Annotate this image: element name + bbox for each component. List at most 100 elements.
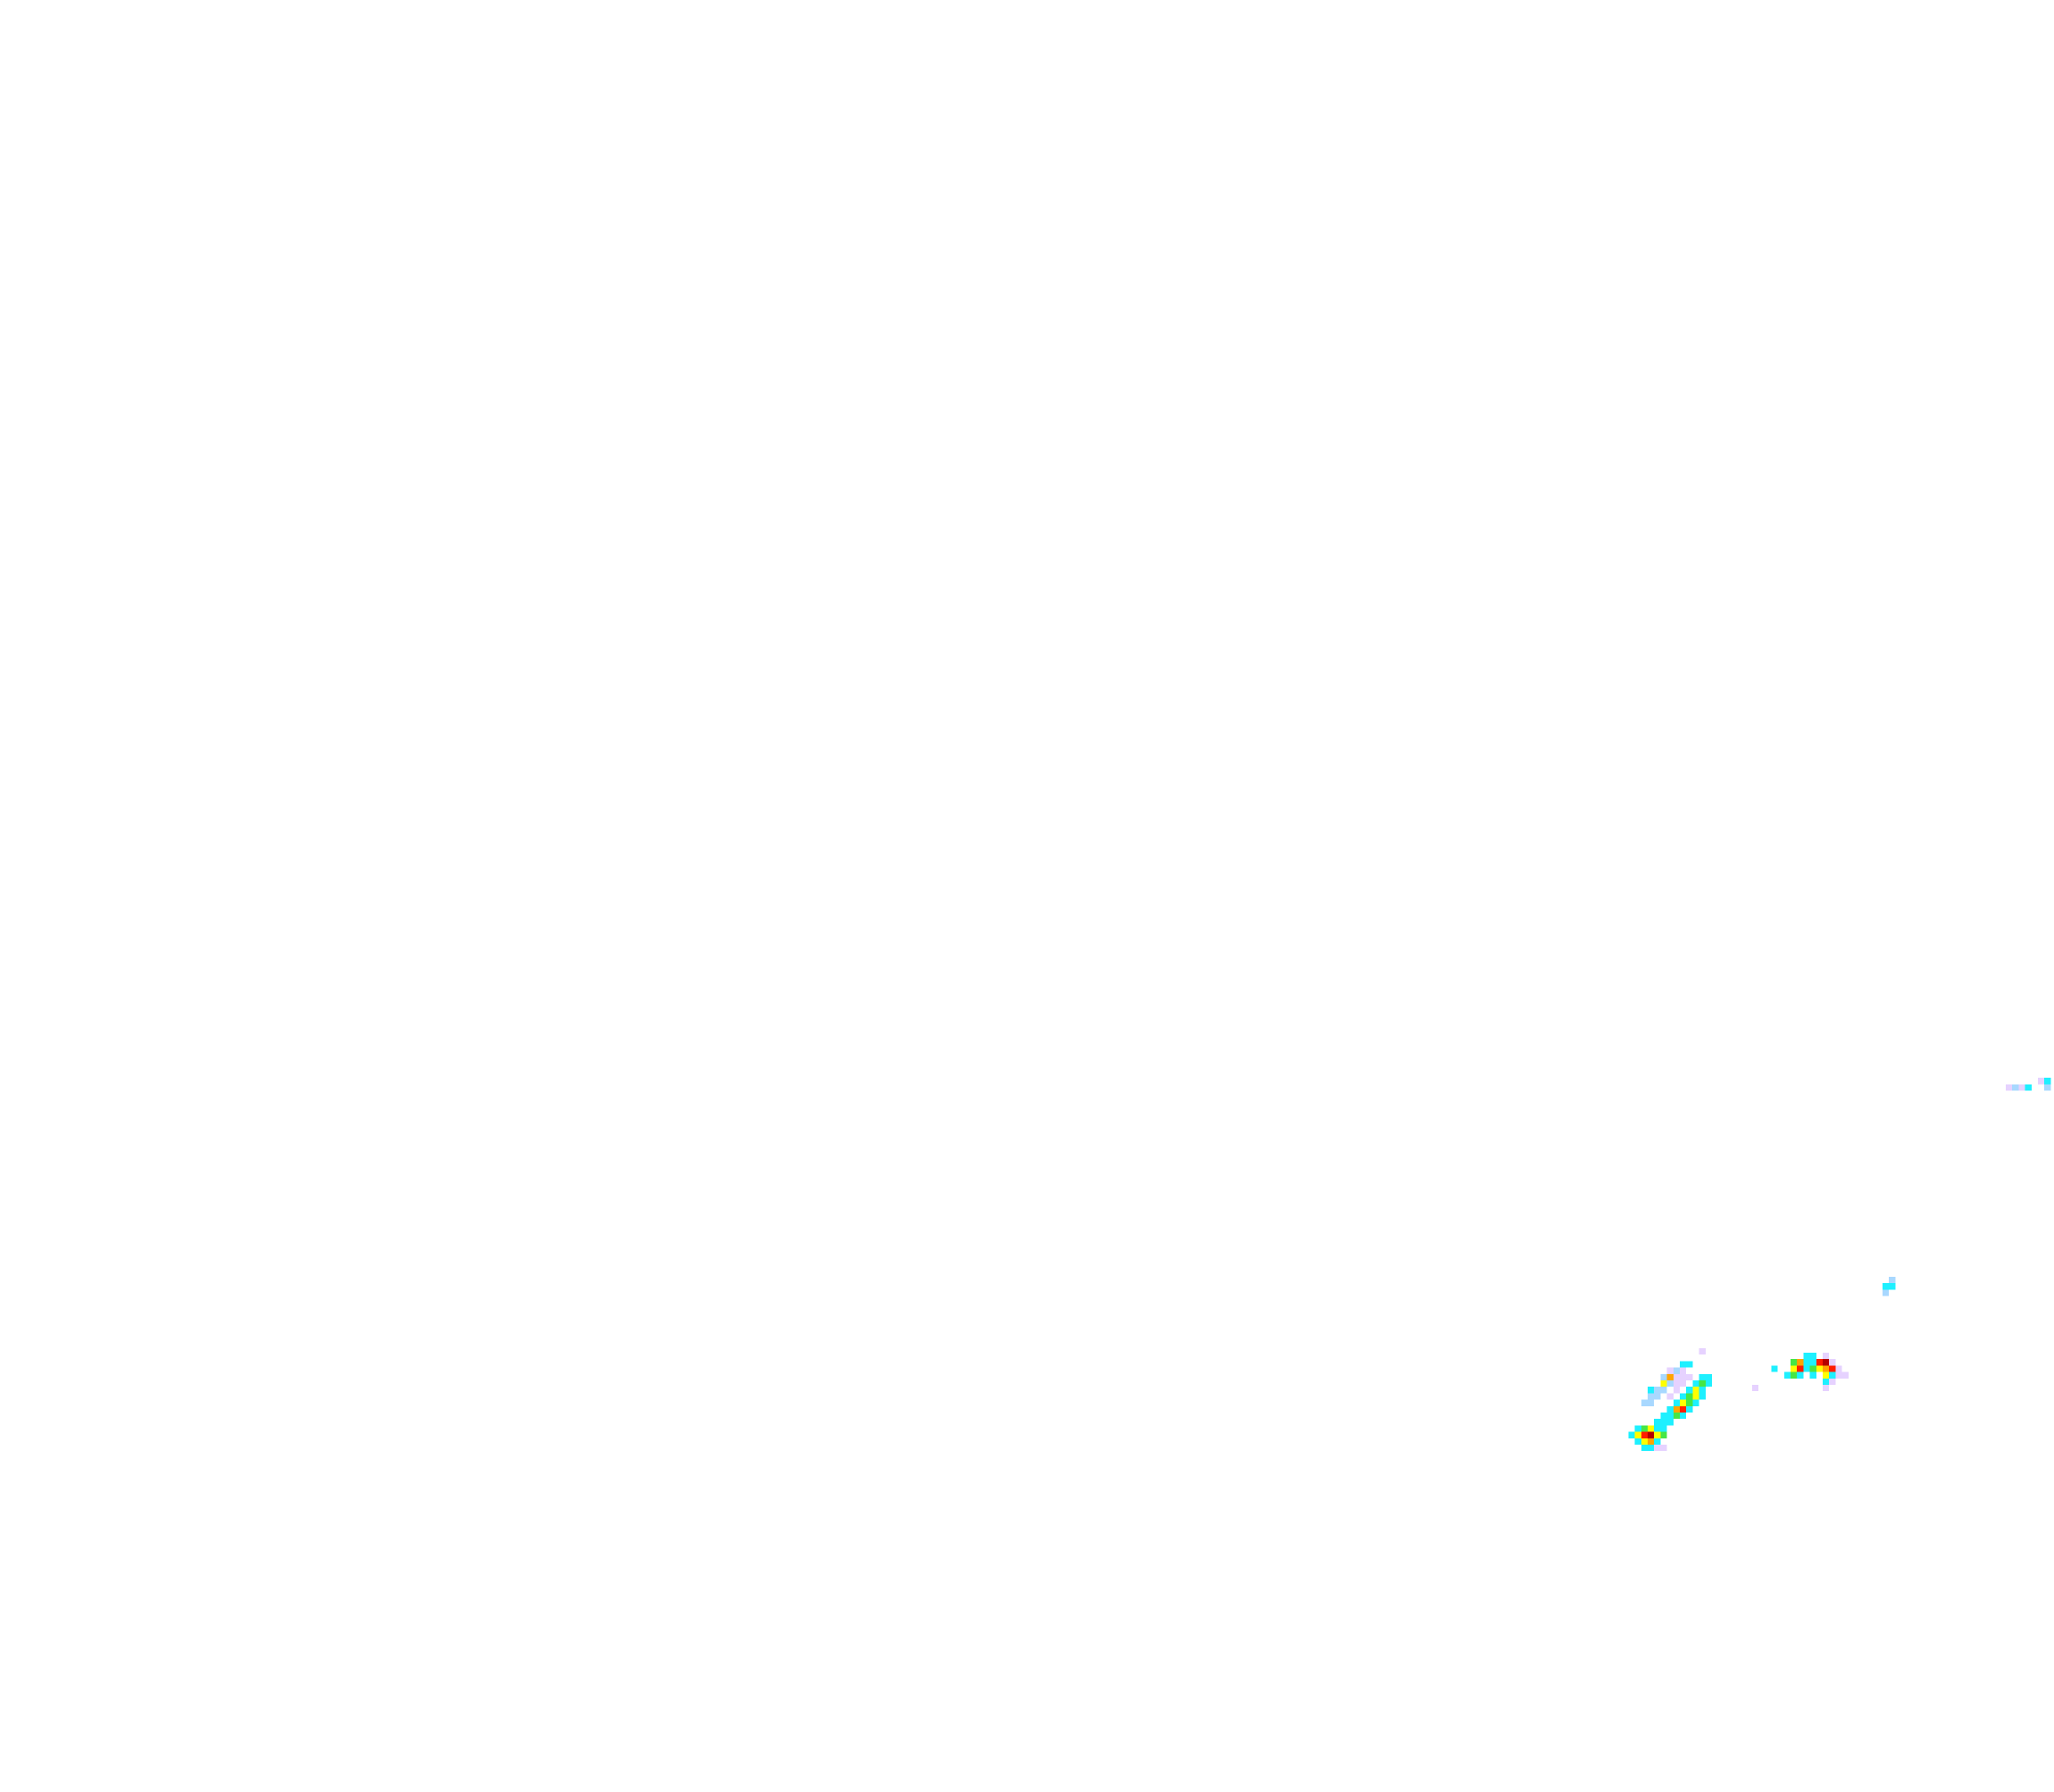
- echo-pixel-cyan: [1648, 1387, 1655, 1394]
- echo-pixel-cyan: [2044, 1078, 2051, 1085]
- echo-pixel-light-blue: [1889, 1277, 1896, 1284]
- echo-pixel-yellow: [1641, 1438, 1648, 1445]
- echo-pixel-red: [1829, 1365, 1836, 1372]
- cluster-central-cell: [1751, 1353, 1849, 1392]
- echo-pixel-light-blue: [2012, 1084, 2019, 1091]
- echo-pixel-light-blue: [2044, 1084, 2051, 1091]
- echo-pixel-cyan: [1823, 1378, 1830, 1385]
- echo-pixel-orange: [1673, 1405, 1680, 1413]
- echo-pixel-cyan: [1628, 1431, 1635, 1438]
- echo-pixel-green: [1686, 1393, 1693, 1400]
- echo-pixel-yellow: [1823, 1371, 1830, 1379]
- echo-pixel-cyan: [1699, 1373, 1706, 1380]
- echo-pixel-yellow: [1660, 1380, 1667, 1388]
- echo-pixel-cyan: [1692, 1380, 1699, 1388]
- echo-pixel-cyan: [1666, 1419, 1674, 1426]
- echo-pixel-orange: [1666, 1373, 1674, 1380]
- echo-pixel-lavender: [2018, 1084, 2025, 1091]
- echo-pixel-light-blue: [1654, 1387, 1661, 1394]
- echo-pixel-green: [1699, 1380, 1706, 1388]
- echo-pixel-cyan: [1660, 1419, 1667, 1426]
- echo-pixel-cyan: [1673, 1399, 1680, 1406]
- echo-pixel-green: [1791, 1371, 1798, 1379]
- echo-pixel-lavender: [1835, 1371, 1842, 1379]
- echo-pixel-cyan: [1654, 1425, 1661, 1432]
- echo-pixel-cyan: [1692, 1399, 1699, 1406]
- echo-pixel-lavender: [1673, 1380, 1680, 1388]
- echo-pixel-cyan: [1797, 1371, 1804, 1379]
- echo-pixel-cyan: [1883, 1283, 1890, 1290]
- echo-pixel-cyan: [1666, 1405, 1674, 1413]
- echo-pixel-light-blue: [1673, 1367, 1680, 1374]
- echo-pixel-lavender: [1835, 1365, 1842, 1372]
- echo-pixel-red: [1641, 1431, 1648, 1438]
- echo-pixel-lavender: [1841, 1371, 1849, 1379]
- echo-pixel-red: [1816, 1359, 1823, 1366]
- echo-pixel-cyan: [1803, 1359, 1810, 1366]
- echo-pixel-cyan: [1648, 1445, 1655, 1452]
- echo-pixel-red: [1797, 1365, 1804, 1372]
- echo-pixel-cyan: [1809, 1359, 1816, 1366]
- echo-pixel-lavender: [2006, 1084, 2013, 1091]
- echo-pixel-lavender: [1673, 1387, 1680, 1394]
- echo-pixel-cyan: [1803, 1353, 1810, 1360]
- echo-pixel-green: [1809, 1365, 1816, 1372]
- echo-pixel-lavender: [1699, 1348, 1706, 1355]
- echo-pixel-yellow: [1634, 1431, 1641, 1438]
- echo-pixel-green: [1660, 1431, 1667, 1438]
- echo-pixel-lavender: [1660, 1445, 1667, 1452]
- echo-pixel-yellow: [1692, 1393, 1699, 1400]
- echo-pixel-light-blue: [1654, 1393, 1661, 1400]
- echo-pixel-cyan: [1699, 1393, 1706, 1400]
- echo-pixel-lavender: [1751, 1385, 1758, 1392]
- echo-pixel-cyan: [1680, 1361, 1687, 1368]
- echo-pixel-cyan: [1660, 1425, 1667, 1432]
- echo-pixel-cyan: [1666, 1413, 1674, 1420]
- echo-pixel-light-blue: [1641, 1399, 1648, 1406]
- echo-pixel-lavender: [1680, 1367, 1687, 1374]
- echo-pixel-cyan: [1809, 1353, 1816, 1360]
- echo-pixel-yellow: [1816, 1365, 1823, 1372]
- cluster-east-edge: [2006, 1078, 2051, 1091]
- echo-pixel-light-blue: [1660, 1387, 1667, 1394]
- echo-pixel-orange: [1823, 1365, 1830, 1372]
- cluster-isolated-cell: [1883, 1277, 1896, 1296]
- echo-pixel-light-blue: [1883, 1289, 1890, 1296]
- echo-pixel-lavender: [1673, 1373, 1680, 1380]
- echo-pixel-lavender: [1680, 1373, 1687, 1380]
- echo-pixel-red: [1680, 1405, 1687, 1413]
- echo-pixel-cyan: [1705, 1373, 1712, 1380]
- echo-pixel-cyan: [1680, 1393, 1687, 1400]
- echo-pixel-yellow: [1692, 1387, 1699, 1394]
- echo-pixel-yellow: [1680, 1399, 1687, 1406]
- echo-pixel-green: [1641, 1425, 1648, 1432]
- echo-pixel-lavender: [1823, 1353, 1830, 1360]
- echo-pixel-cyan: [2025, 1084, 2032, 1091]
- echo-pixel-lavender: [1654, 1445, 1661, 1452]
- echo-pixel-lavender: [1666, 1367, 1674, 1374]
- echo-pixel-cyan: [1641, 1445, 1648, 1452]
- echo-pixel-cyan: [1699, 1387, 1706, 1394]
- echo-pixel-cyan: [1771, 1365, 1778, 1372]
- echo-pixel-cyan: [1803, 1365, 1810, 1372]
- echo-pixel-lavender: [1829, 1378, 1836, 1385]
- echo-pixel-cyan: [1686, 1405, 1693, 1413]
- echo-pixel-yellow: [1791, 1365, 1798, 1372]
- echo-pixel-lavender: [2038, 1078, 2045, 1085]
- echo-pixel-lavender: [1829, 1359, 1836, 1366]
- echo-pixel-green: [1673, 1413, 1680, 1420]
- echo-pixel-green: [1686, 1399, 1693, 1406]
- echo-pixel-cyan: [1634, 1425, 1641, 1432]
- echo-pixel-orange: [1797, 1359, 1804, 1366]
- echo-pixel-cyan: [1686, 1387, 1693, 1394]
- echo-pixel-lavender: [1823, 1385, 1830, 1392]
- echo-pixel-light-blue: [1660, 1373, 1667, 1380]
- echo-pixel-dark-red: [1823, 1359, 1830, 1366]
- precipitation-echo-layer: [1628, 1078, 2051, 1452]
- echo-pixel-cyan: [1829, 1371, 1836, 1379]
- echo-pixel-light-blue: [1666, 1380, 1674, 1388]
- echo-pixel-cyan: [1809, 1371, 1816, 1379]
- echo-pixel-cyan: [1783, 1371, 1791, 1379]
